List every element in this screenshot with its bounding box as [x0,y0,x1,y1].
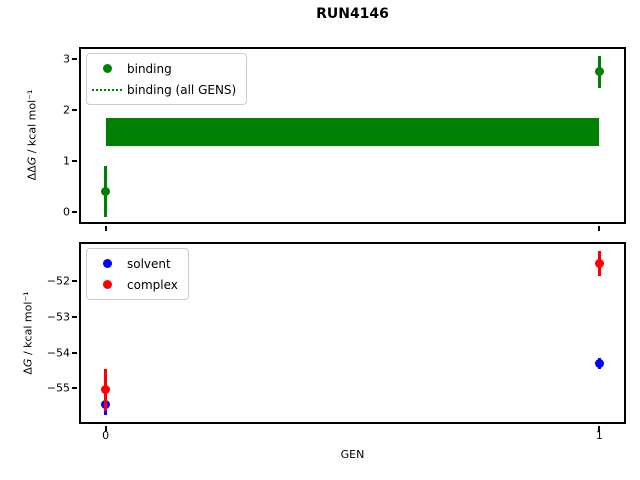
dot-icon [87,64,127,73]
y-tick-label: 2 [63,103,70,117]
legend-dotted-line [92,88,122,91]
ylabel-top-suffix: / kcal mol⁻¹ [25,89,39,157]
x-tick-label: 0 [102,429,110,442]
data-point-binding [101,186,111,196]
x-tick-mark [104,226,107,231]
legend: binding binding (all GENS) [86,53,248,105]
legend-label: solvent [127,256,171,271]
ylabel-top-symbol: G [25,156,39,166]
x-tick-mark [598,226,601,231]
top-axes: 0 1 2 3 binding binding (all GENS) [63,47,626,231]
x-tick-mark [104,426,107,431]
dot-icon [87,259,127,268]
y-tick-mark [72,315,77,318]
legend-label: complex [127,277,178,292]
legend-label: binding [127,61,172,76]
y-tick-mark [72,210,77,213]
dotted-line-icon [87,88,127,91]
data-point-solvent [594,358,604,368]
legend-dot [102,280,112,289]
legend-dot [102,64,112,73]
ylabel-bottom-suffix: / kcal mol⁻¹ [21,291,35,359]
band-binding-all-gens [105,117,600,146]
dot-icon [87,280,127,289]
y-tick-label: −52 [46,274,70,288]
legend-item-binding: binding [87,58,236,79]
x-tick-mark [598,426,601,431]
x-axis-label: GEN [340,448,365,461]
data-point-complex [594,259,604,269]
legend-item-solvent: solvent [87,253,178,274]
legend-dot [102,259,112,268]
ylabel-bottom-prefix: Δ [21,367,35,375]
y-tick-mark [72,280,77,283]
ylabel-bottom-symbol: G [21,358,35,368]
plot-title: RUN4146 [316,6,389,22]
legend-item-complex: complex [87,274,178,295]
legend-item-binding-all-gens: binding (all GENS) [87,79,236,100]
y-tick-mark [72,351,77,354]
y-axis-label-top: ΔΔG / kcal mol⁻¹ [26,90,39,181]
y-tick-label: 1 [63,154,70,168]
y-tick-mark [72,159,77,162]
data-point-binding [594,67,604,77]
ylabel-top-prefix: ΔΔ [25,165,39,181]
legend: solvent complex [86,248,189,300]
bottom-axes: −55 −54 −53 −52 0 1 solvent complex [47,242,626,441]
y-tick-mark [72,109,77,112]
y-tick-label: −53 [46,310,70,324]
y-tick-label: 0 [63,205,70,219]
data-point-complex [101,385,111,395]
y-tick-mark [72,58,77,61]
y-tick-label: 3 [63,52,70,66]
y-tick-mark [72,387,77,390]
y-tick-label: −54 [46,346,70,360]
y-tick-label: −55 [46,381,70,395]
y-axis-label-bottom: ΔG / kcal mol⁻¹ [22,291,35,374]
legend-label: binding (all GENS) [127,82,237,97]
x-tick-label: 1 [595,429,603,442]
